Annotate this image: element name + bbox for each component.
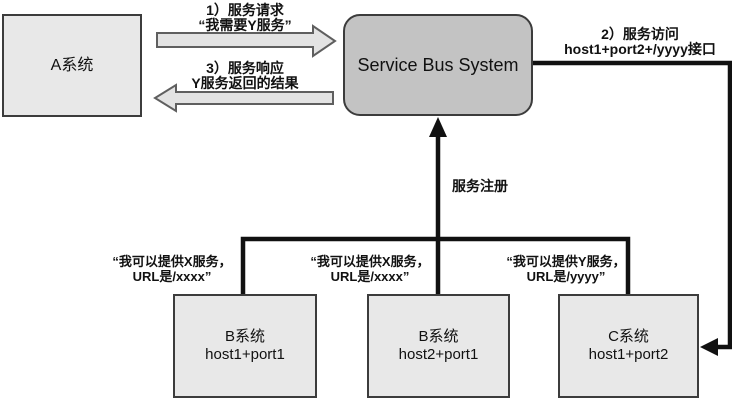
label-offer-b1-line2: URL是/xxxx” (132, 269, 212, 284)
label-service-register: 服务注册 (452, 179, 522, 194)
label-service-register-text: 服务注册 (452, 178, 508, 194)
label-offer-b1-line1: “我可以提供X服务， (112, 254, 232, 269)
label-service-access: 2）服务访问 host1+port2+/yyyy接口 (550, 27, 730, 57)
node-system-b1-host: host1+port1 (205, 346, 285, 363)
node-system-c-host: host1+port2 (588, 346, 669, 363)
label-offer-b2-line1: “我可以提供X服务， (310, 254, 430, 269)
registration-arrowhead-icon (429, 117, 447, 137)
node-service-bus: Service Bus System (343, 14, 533, 116)
node-system-b2-title: B系统 (418, 328, 459, 345)
node-system-b1-title: B系统 (224, 328, 265, 345)
node-system-b2-host: host2+port1 (398, 346, 479, 363)
node-system-a-label: A系统 (50, 56, 94, 74)
label-service-response: 3）服务响应 Y服务返回的结果 (155, 61, 335, 91)
label-offer-b2: “我可以提供X服务， URL是/xxxx” (290, 254, 450, 284)
node-service-bus-label: Service Bus System (357, 55, 519, 75)
node-system-a: A系统 (2, 14, 142, 117)
label-service-access-line1: 2）服务访问 (601, 26, 679, 42)
label-service-request-line1: 1）服务请求 (206, 2, 284, 18)
registration-bus-line (240, 236, 631, 294)
label-offer-c-line2: URL是/yyyy” (526, 269, 606, 284)
label-service-response-line1: 3）服务响应 (206, 60, 284, 76)
label-offer-b1: “我可以提供X服务， URL是/xxxx” (92, 254, 252, 284)
node-system-c-title: C系统 (608, 328, 649, 345)
label-service-request-line2: “我需要Y服务” (198, 17, 292, 33)
label-offer-c: “我可以提供Y服务， URL是/yyyy” (486, 254, 646, 284)
node-system-c: C系统 host1+port2 (558, 294, 699, 398)
node-system-b1: B系统 host1+port1 (173, 294, 317, 398)
label-offer-c-line1: “我可以提供Y服务， (506, 254, 626, 269)
label-service-request: 1）服务请求 “我需要Y服务” (155, 3, 335, 33)
service-response-arrow (153, 83, 334, 113)
service-request-arrow (156, 24, 337, 58)
service-access-line (533, 60, 732, 350)
label-service-access-line2: host1+port2+/yyyy接口 (564, 41, 716, 57)
label-offer-b2-line2: URL是/xxxx” (330, 269, 410, 284)
label-service-response-line2: Y服务返回的结果 (191, 75, 299, 91)
service-access-arrowhead-icon (700, 338, 718, 356)
node-system-b2: B系统 host2+port1 (367, 294, 510, 398)
